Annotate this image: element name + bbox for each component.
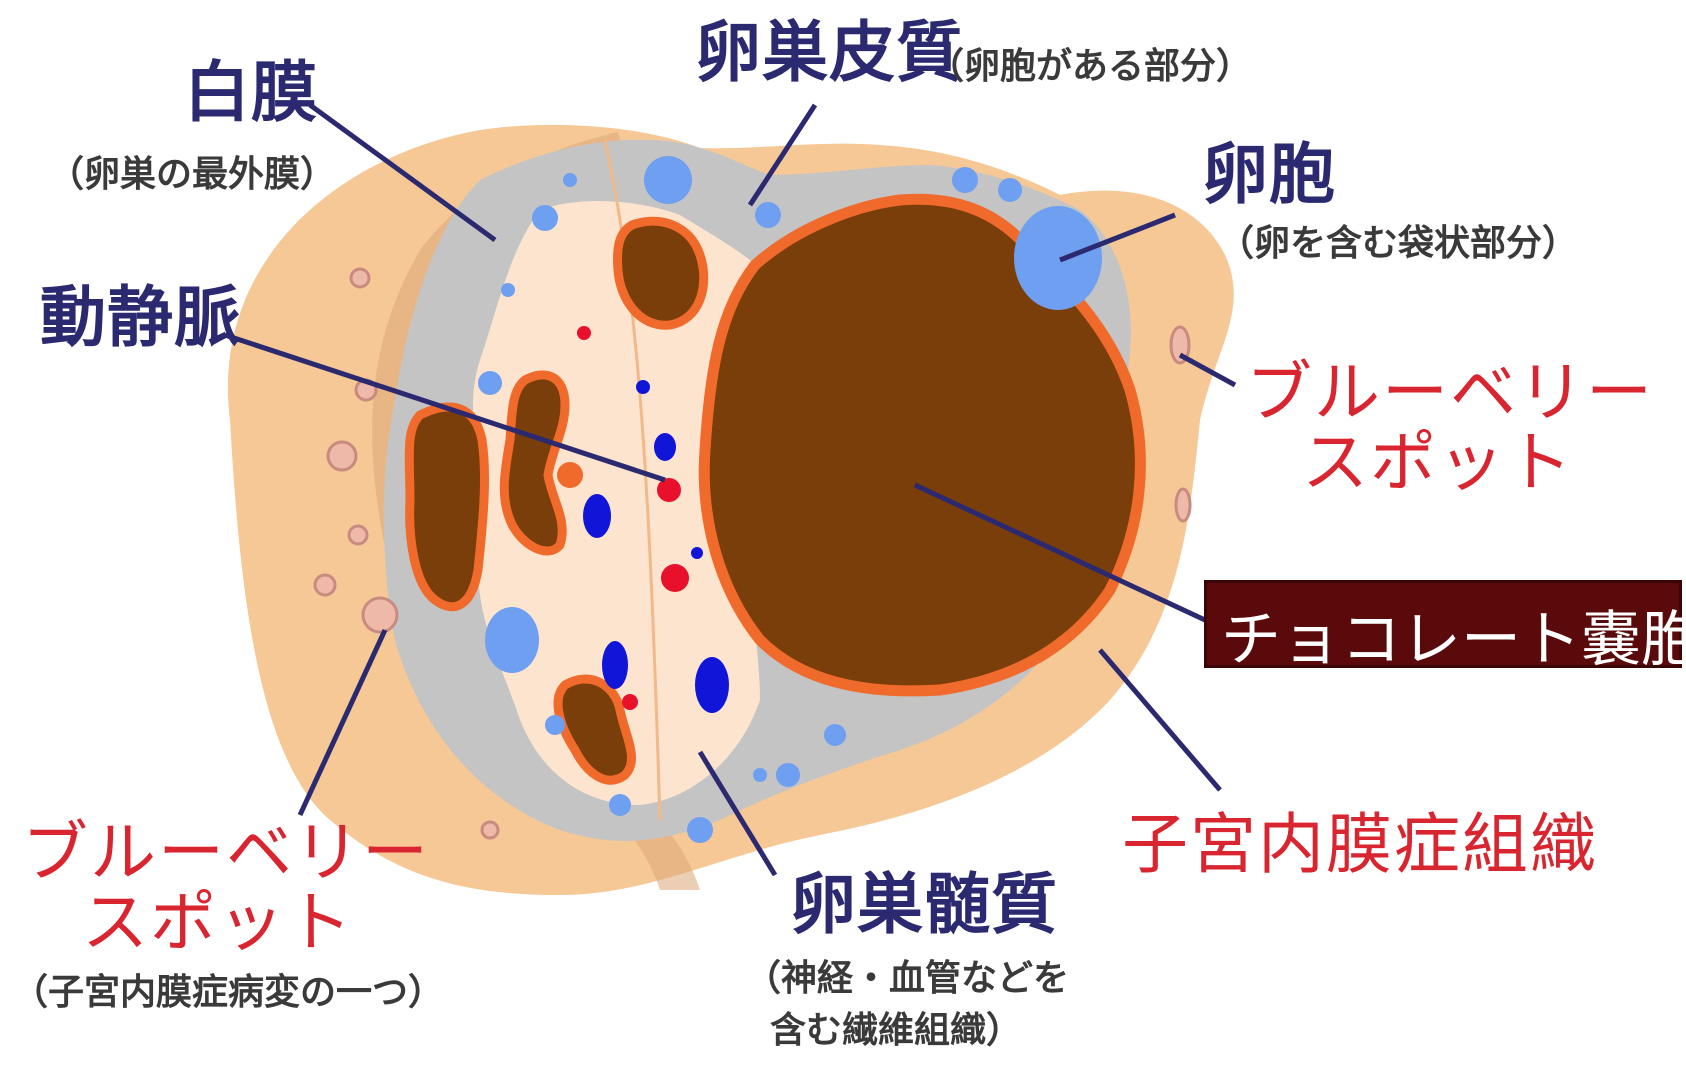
follicle (532, 205, 558, 231)
follicle (824, 724, 846, 746)
label-endometriosis-tissue: 子宮内膜症組織 (1122, 806, 1598, 883)
follicle (644, 156, 692, 204)
leader-lines (224, 102, 1237, 877)
label-doujomyaku: 動静脈 (40, 279, 241, 356)
label-ranpo-title: 卵胞 (1202, 136, 1336, 213)
label-hakumaku-title: 白膜 (184, 54, 318, 131)
artery (657, 478, 681, 502)
follicle (485, 607, 539, 673)
follicle (998, 178, 1022, 202)
ovary-seam (603, 139, 662, 821)
label-hishitsu-sub: （卵胞がある部分） (928, 46, 1253, 87)
label-blueberry-left-sub: （子宮内膜症病変の一つ） (12, 972, 445, 1013)
follicle (563, 173, 577, 187)
artery (622, 694, 638, 710)
follicle (478, 371, 502, 395)
chocolate-cyst (698, 193, 1146, 697)
follicle (545, 715, 565, 735)
follicle (609, 794, 631, 816)
follicle (776, 763, 800, 787)
label-blueberry-left-line2: スポット (82, 884, 354, 961)
follicle (687, 817, 713, 843)
endometrial-lesion-3 (499, 370, 570, 556)
vein (654, 433, 676, 461)
follicle (753, 768, 767, 782)
follicle-large (1014, 206, 1102, 310)
label-ranpo-sub: （卵を含む袋状部分） (1218, 223, 1579, 264)
vein (583, 494, 611, 538)
label-blueberry-left-line1: ブルーベリー (22, 814, 430, 891)
artery (577, 326, 591, 340)
vein (691, 547, 703, 559)
label-zuishitsu-title: 卵巣髄質 (790, 866, 1058, 943)
label-hakumaku-sub: （卵巣の最外膜） (48, 154, 337, 195)
vein (695, 657, 729, 713)
label-zuishitsu-sub1: （神経・血管などを (745, 958, 1070, 999)
label-zuishitsu-sub2: 含む繊維組織） (770, 1010, 1023, 1051)
follicle (952, 167, 978, 193)
endometrial-lesion-4 (553, 674, 636, 785)
follicle (501, 283, 515, 297)
label-blueberry-right-line2: スポット (1302, 424, 1574, 501)
chocolate-cyst-callout: チョコレート嚢胞 (1204, 580, 1686, 675)
endometrial-lesion-1 (613, 216, 709, 330)
label-blueberry-right-line1: ブルーベリー (1246, 354, 1654, 431)
vein (602, 641, 628, 689)
follicle (755, 202, 781, 228)
label-hishitsu-title: 卵巣皮質 (695, 14, 963, 91)
endometrial-spot (557, 462, 583, 488)
endometrial-lesion-2 (404, 402, 490, 612)
label-chocolate-cyst: チョコレート嚢胞 (1221, 605, 1686, 675)
artery (661, 564, 689, 592)
vein (636, 380, 650, 394)
